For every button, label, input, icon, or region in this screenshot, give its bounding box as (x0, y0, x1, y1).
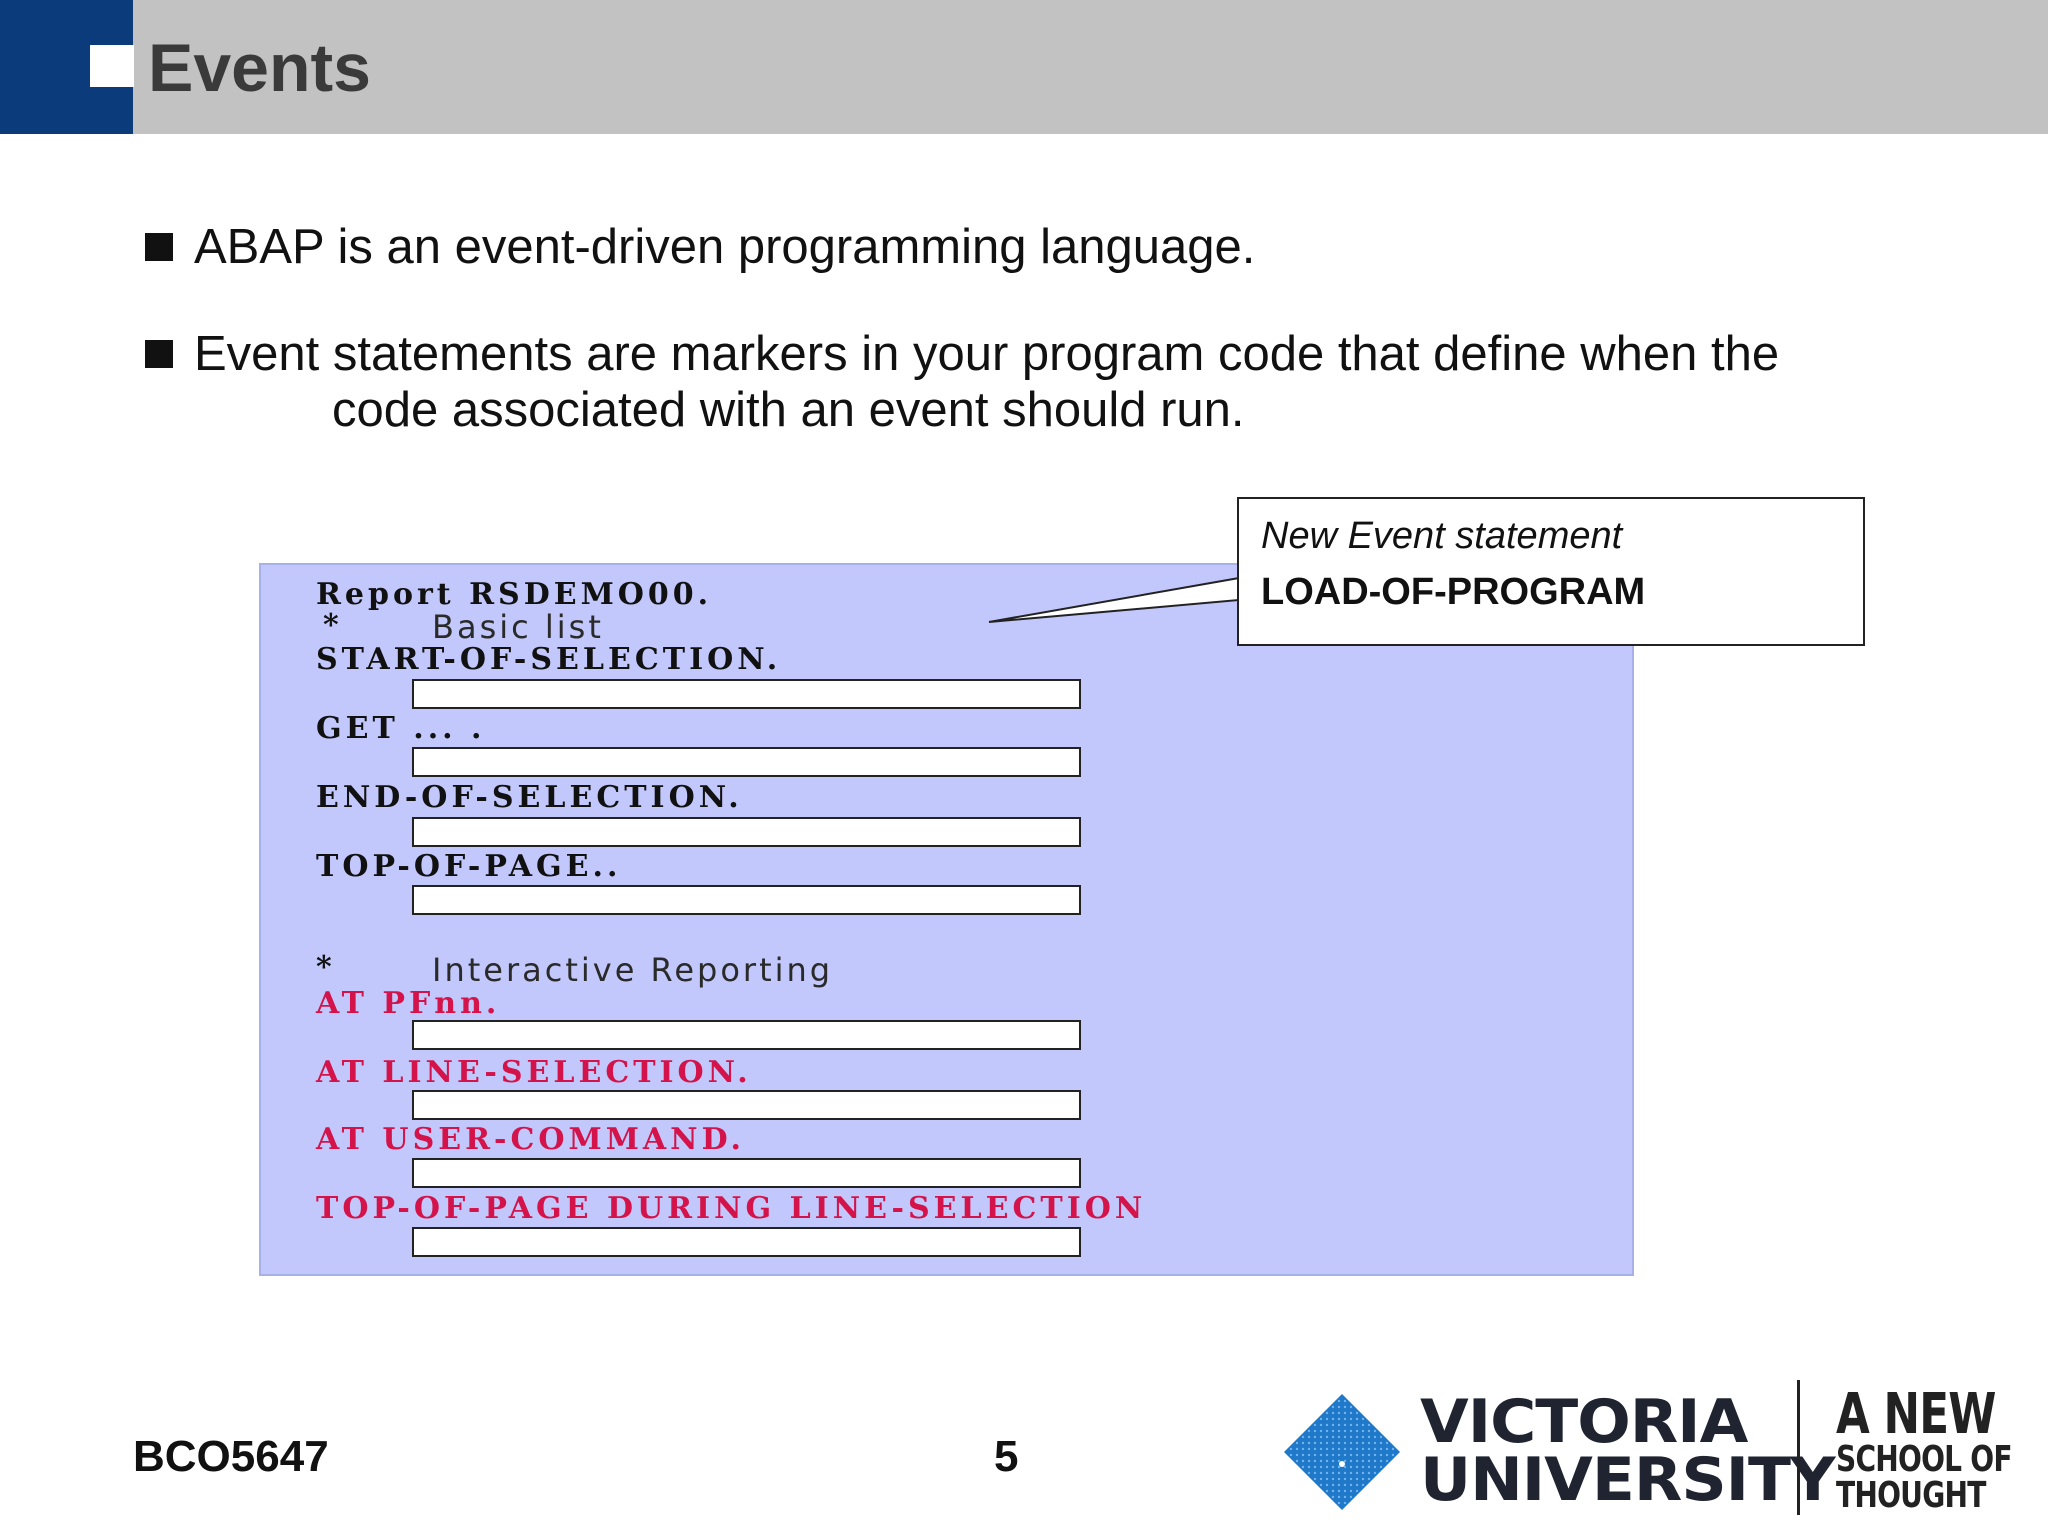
code-report-line: Report RSDEMO00. (316, 577, 713, 612)
slogan-line: SCHOOL OF (1836, 1439, 2013, 1480)
code-block-slot (412, 679, 1081, 709)
code-end-of-selection: END-OF-SELECTION. (316, 780, 743, 815)
code-block-slot (412, 817, 1081, 847)
header-square-icon (90, 45, 134, 87)
code-comment-basic-list: Basic list (432, 608, 604, 646)
bullet-text: Event statements are markers in your pro… (194, 327, 1780, 381)
page-number: 5 (994, 1432, 1019, 1481)
code-block-slot (412, 1020, 1081, 1050)
slogan-line: A NEW (1836, 1382, 1996, 1447)
slogan-logo: A NEW SCHOOL OF THOUGHT (1836, 1382, 2048, 1516)
logo-divider (1797, 1380, 1800, 1515)
code-block-slot (412, 747, 1081, 777)
code-comment-marker: * (316, 950, 336, 985)
callout-value: LOAD-OF-PROGRAM (1261, 571, 1646, 613)
university-name-line: VICTORIA (1420, 1387, 1748, 1457)
code-top-of-page-during: TOP-OF-PAGE DURING LINE-SELECTION (316, 1191, 1147, 1226)
code-block-slot (412, 885, 1081, 915)
slide-title: Events (148, 30, 371, 106)
code-start-of-selection: START-OF-SELECTION. (316, 642, 782, 677)
bullet-text: ABAP is an event-driven programming lang… (194, 220, 1256, 274)
slogan-line: THOUGHT (1836, 1475, 1986, 1516)
header-bar (0, 0, 2048, 134)
code-comment-interactive: Interactive Reporting (432, 951, 834, 989)
callout-box: New Event statement LOAD-OF-PROGRAM (1237, 497, 1865, 646)
code-at-line-selection: AT LINE-SELECTION. (316, 1055, 752, 1090)
vu-diamond-logo-icon (1284, 1394, 1400, 1510)
university-name-line: UNIVERSITY (1420, 1445, 1836, 1515)
abap-code-panel: Report RSDEMO00. * Basic list START-OF-S… (259, 563, 1634, 1276)
code-at-user-command: AT USER-COMMAND. (316, 1122, 745, 1157)
square-bullet-icon (145, 233, 173, 261)
bullet-continuation: code associated with an event should run… (332, 383, 1245, 437)
code-at-pfnn: AT PFnn. (316, 986, 501, 1021)
code-top-of-page: TOP-OF-PAGE.. (316, 849, 622, 884)
code-block-slot (412, 1090, 1081, 1120)
code-comment-marker: * (323, 608, 343, 643)
square-bullet-icon (145, 340, 173, 368)
callout-title: New Event statement (1261, 515, 1623, 557)
course-code: BCO5647 (133, 1432, 329, 1481)
university-name-logo: VICTORIA UNIVERSITY (1420, 1387, 1836, 1515)
code-get: GET ... . (316, 711, 486, 746)
code-block-slot (412, 1158, 1081, 1188)
code-block-slot (412, 1227, 1081, 1257)
